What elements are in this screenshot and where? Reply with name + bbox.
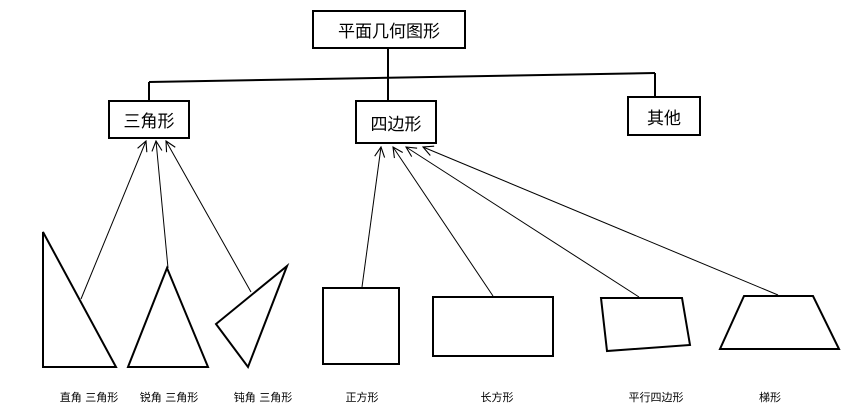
label-parallelogram: 平行四边形: [628, 391, 684, 404]
label-right-triangle: 直角 三角形: [59, 391, 119, 404]
parallelogram-shape: [599, 297, 692, 353]
square-shape: [322, 287, 400, 365]
category-node-quadrilateral-label: 四边形: [370, 114, 422, 135]
label-obtuse-triangle: 钝角 三角形: [233, 391, 293, 404]
category-node-triangle: 三角形: [108, 100, 190, 139]
category-node-triangle-label: 三角形: [123, 112, 175, 132]
arrow-trapezoid: [423, 147, 779, 296]
arrow-parallelogram: [406, 147, 640, 298]
shape-arrows: [80, 141, 779, 300]
obtuse-triangle-shape: [214, 262, 290, 370]
category-node-quadrilateral: 四边形: [355, 100, 437, 144]
arrow-obtuse-triangle: [166, 141, 252, 293]
arrow-right-triangle: [80, 141, 146, 300]
label-square: 正方形: [345, 391, 379, 404]
tree-connectors: [148, 48, 656, 100]
category-node-other-label: 其他: [647, 108, 681, 129]
label-trapezoid: 梯形: [759, 391, 781, 404]
category-node-other: 其他: [627, 96, 701, 136]
arrow-square: [361, 147, 381, 288]
label-rectangle: 长方形: [480, 391, 514, 404]
label-acute-triangle: 锐角 三角形: [139, 391, 199, 404]
arrow-acute-triangle: [156, 141, 169, 269]
arrow-rectangle: [393, 147, 494, 297]
trapezoid-shape: [718, 295, 841, 350]
acute-triangle-shape: [126, 265, 210, 368]
root-node: 平面几何图形: [312, 10, 466, 49]
rectangle-shape: [432, 296, 554, 357]
branch-bar-line: [148, 72, 656, 83]
right-triangle-shape: [42, 231, 118, 368]
root-node-label: 平面几何图形: [338, 22, 440, 42]
shapes: [42, 231, 841, 370]
